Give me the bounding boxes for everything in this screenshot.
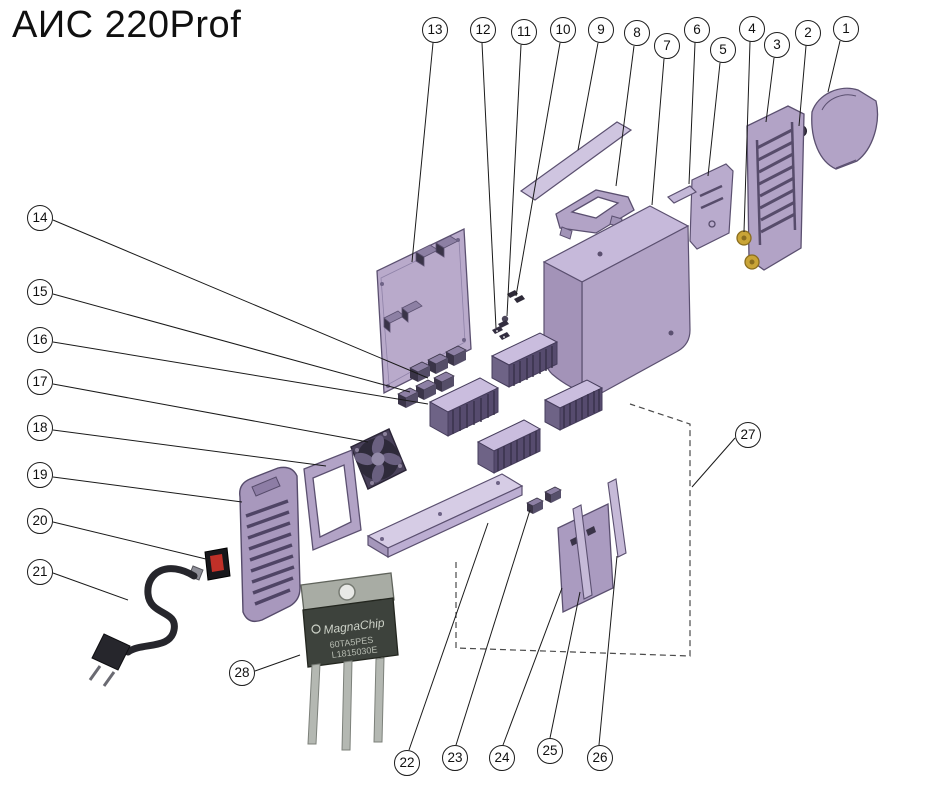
heatsink-3 bbox=[543, 379, 604, 431]
callout-11: 11 bbox=[511, 19, 537, 45]
callout-21: 21 bbox=[27, 559, 53, 585]
callout-10: 10 bbox=[550, 17, 576, 43]
callout-19: 19 bbox=[27, 462, 53, 488]
part-4-output-connectors bbox=[736, 230, 760, 270]
callout-7: 7 bbox=[654, 33, 680, 59]
part-16-heatsinks bbox=[428, 332, 604, 474]
part-5-inner-panel bbox=[689, 163, 734, 250]
part-23-standoff-blocks bbox=[526, 486, 562, 514]
leader-lines bbox=[52, 40, 841, 751]
callout-13: 13 bbox=[422, 17, 448, 43]
part-28-igbt-transistor: MagnaChip 60TA5PES L1815030E bbox=[300, 572, 399, 751]
part-10-small-component bbox=[507, 290, 525, 303]
part-25-support-rod bbox=[572, 504, 593, 600]
callout-22: 22 bbox=[394, 750, 420, 776]
callout-8: 8 bbox=[624, 20, 650, 46]
heatsink-2 bbox=[428, 377, 500, 437]
callout-27: 27 bbox=[735, 422, 761, 448]
part-22-base-plate bbox=[366, 473, 524, 559]
part-15-transformer-blocks bbox=[397, 371, 455, 408]
heatsink-4 bbox=[476, 419, 542, 474]
heatsink-1 bbox=[490, 332, 559, 388]
part-27-dashed-boundary bbox=[455, 403, 691, 657]
part-18-fan-bracket bbox=[303, 449, 362, 551]
callout-3: 3 bbox=[764, 32, 790, 58]
callout-28: 28 bbox=[229, 660, 255, 686]
page-title: АИС 220Prof bbox=[12, 4, 242, 46]
callout-16: 16 bbox=[27, 327, 53, 353]
part-1-rear-cover bbox=[811, 87, 879, 170]
part-8-handle bbox=[555, 189, 635, 240]
part-3-front-panel bbox=[746, 105, 805, 271]
callout-15: 15 bbox=[27, 279, 53, 305]
callout-5: 5 bbox=[710, 37, 736, 63]
part-20-rocker-switch bbox=[204, 547, 231, 581]
callout-25: 25 bbox=[537, 738, 563, 764]
callout-14: 14 bbox=[27, 205, 53, 231]
callout-6: 6 bbox=[684, 17, 710, 43]
part-7-main-cover bbox=[542, 205, 691, 398]
part-26-support-rod bbox=[607, 478, 627, 558]
callout-2: 2 bbox=[795, 20, 821, 46]
callout-23: 23 bbox=[442, 745, 468, 771]
callout-24: 24 bbox=[489, 745, 515, 771]
part-11-small-component bbox=[498, 315, 509, 328]
part-17-cooling-fan bbox=[350, 427, 407, 491]
part-9-top-strip bbox=[519, 121, 633, 201]
callout-12: 12 bbox=[470, 17, 496, 43]
callout-4: 4 bbox=[739, 16, 765, 42]
callout-1: 1 bbox=[833, 16, 859, 42]
part-6-small-bracket bbox=[666, 185, 698, 204]
part-14-transformer-blocks bbox=[409, 345, 467, 382]
callout-9: 9 bbox=[588, 17, 614, 43]
callout-26: 26 bbox=[587, 745, 613, 771]
callout-20: 20 bbox=[27, 508, 53, 534]
part-19-front-housing bbox=[239, 466, 301, 623]
callout-17: 17 bbox=[27, 369, 53, 395]
callout-18: 18 bbox=[27, 415, 53, 441]
part-21-power-cord bbox=[88, 565, 204, 687]
part-12-small-component bbox=[492, 326, 510, 340]
